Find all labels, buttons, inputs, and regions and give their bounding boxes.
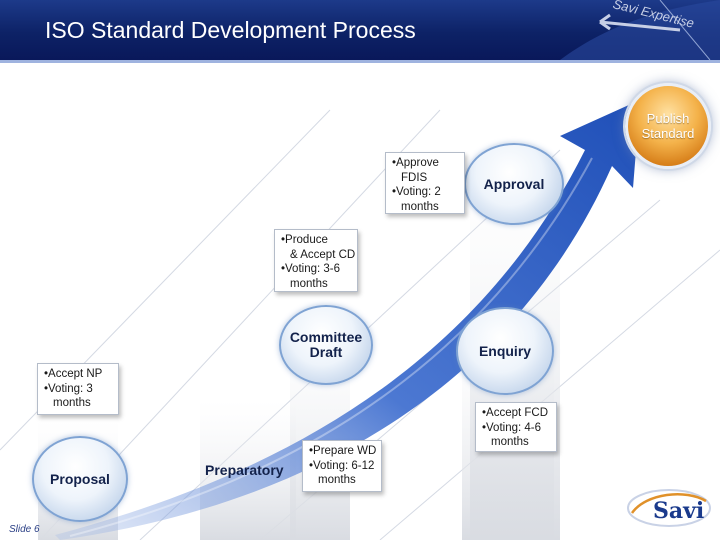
progress-arrow [55,100,640,540]
approval-notes: •Approve FDIS •Voting: 2 months [385,152,465,214]
committee-draft-note-line: •Voting: 3-6 [281,263,341,275]
approval-circle: Approval [464,143,564,225]
enquiry-circle: Enquiry [456,307,554,395]
committee-draft-note-line: & Accept CD [290,248,356,261]
preparatory-note-line: •Prepare WD [309,445,377,457]
committee-draft-circle: Committee Draft [279,305,373,385]
proposal-note-line: •Accept NP [44,368,103,380]
proposal-circle: Proposal [32,436,128,522]
committee-draft-note-line: months [290,277,328,290]
savi-logo: Savi [627,489,711,527]
committee-draft-note-line: •Produce [281,234,328,246]
preparatory-note-line: •Voting: 6-12 [309,459,375,472]
preparatory-notes: •Prepare WD •Voting: 6-12 months [302,440,382,492]
preparatory-label: Preparatory [205,462,284,478]
approval-note-line: •Approve [392,157,439,169]
proposal-notes: •Accept NP •Voting: 3 months [37,363,119,415]
approval-note-line: •Voting: 2 [392,186,441,198]
enquiry-notes: •Accept FCD •Voting: 4-6 months [475,402,557,452]
committee-draft-label-line2: Draft [309,344,343,360]
enquiry-note-line: •Accept FCD [482,407,549,419]
approval-label: Approval [483,175,545,192]
arrow-highlight [69,157,593,537]
publish-standard-circle: Publish Standard [625,83,711,169]
proposal-note-line: •Voting: 3 [44,382,93,395]
slide-number: Slide 6 [9,524,40,535]
proposal-note-line: months [53,397,91,409]
publish-standard-label-line2: Standard [641,126,695,141]
preparatory-note-line: months [318,474,356,486]
approval-note-line: months [401,200,439,213]
enquiry-note-line: months [491,436,529,448]
publish-standard-label-line1: Publish [646,111,690,126]
page-title: ISO Standard Development Process [45,17,416,43]
header-divider [0,60,720,63]
enquiry-note-line: •Voting: 4-6 [482,421,542,434]
approval-note-line: FDIS [401,171,428,184]
committee-draft-label-line1: Committee [289,329,363,345]
banner-graphic [560,0,720,60]
enquiry-label: Enquiry [478,342,532,359]
proposal-label: Proposal [50,470,110,487]
savi-logo-text: Savi [653,498,704,524]
committee-draft-notes: •Produce & Accept CD •Voting: 3-6 months [274,229,358,292]
